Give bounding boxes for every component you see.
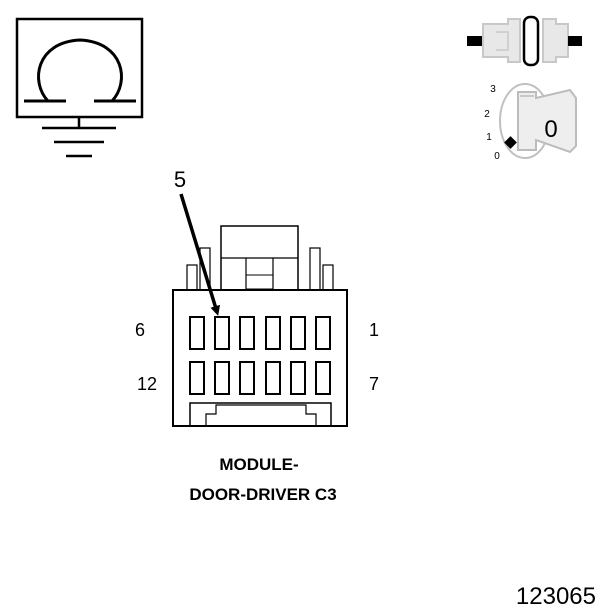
cavity: [290, 316, 306, 350]
figure-number: 123065: [516, 583, 596, 610]
ignition-position-2: 2: [484, 109, 490, 120]
ignition-position-1: 1: [486, 132, 492, 143]
callout-arrow: [179, 193, 221, 316]
disconnected-connector-icon: [467, 15, 582, 67]
ignition-key-icon: 0 1 2 3 0: [484, 83, 577, 162]
cavity: [214, 361, 230, 395]
cavity: [315, 316, 331, 350]
pin-label-top-left: 6: [135, 320, 145, 340]
cavity-row-top: [189, 316, 331, 350]
callout-pin-number: 5: [174, 167, 186, 192]
connector-title-line1: MODULE-: [219, 455, 298, 474]
cavity: [290, 361, 306, 395]
connector-face: [172, 225, 348, 427]
ignition-position-3: 3: [490, 84, 496, 95]
connector-title-line2: DOOR-DRIVER C3: [189, 485, 336, 504]
pin-label-bottom-left: 12: [137, 374, 157, 394]
cavity: [214, 316, 230, 350]
cavity: [189, 361, 205, 395]
ohmmeter-ground-icon: [15, 17, 144, 158]
pin-callout: 5: [174, 167, 221, 316]
cavity: [265, 361, 281, 395]
ignition-position-0: 0: [494, 151, 500, 162]
pin-label-bottom-right: 7: [369, 374, 379, 394]
pin-label-top-right: 1: [369, 320, 379, 340]
cavity: [189, 316, 205, 350]
cavity: [265, 316, 281, 350]
cavity: [315, 361, 331, 395]
cavity-row-bottom: [189, 361, 331, 395]
cavity: [239, 316, 255, 350]
cavity: [239, 361, 255, 395]
key-label: 0: [544, 116, 557, 143]
